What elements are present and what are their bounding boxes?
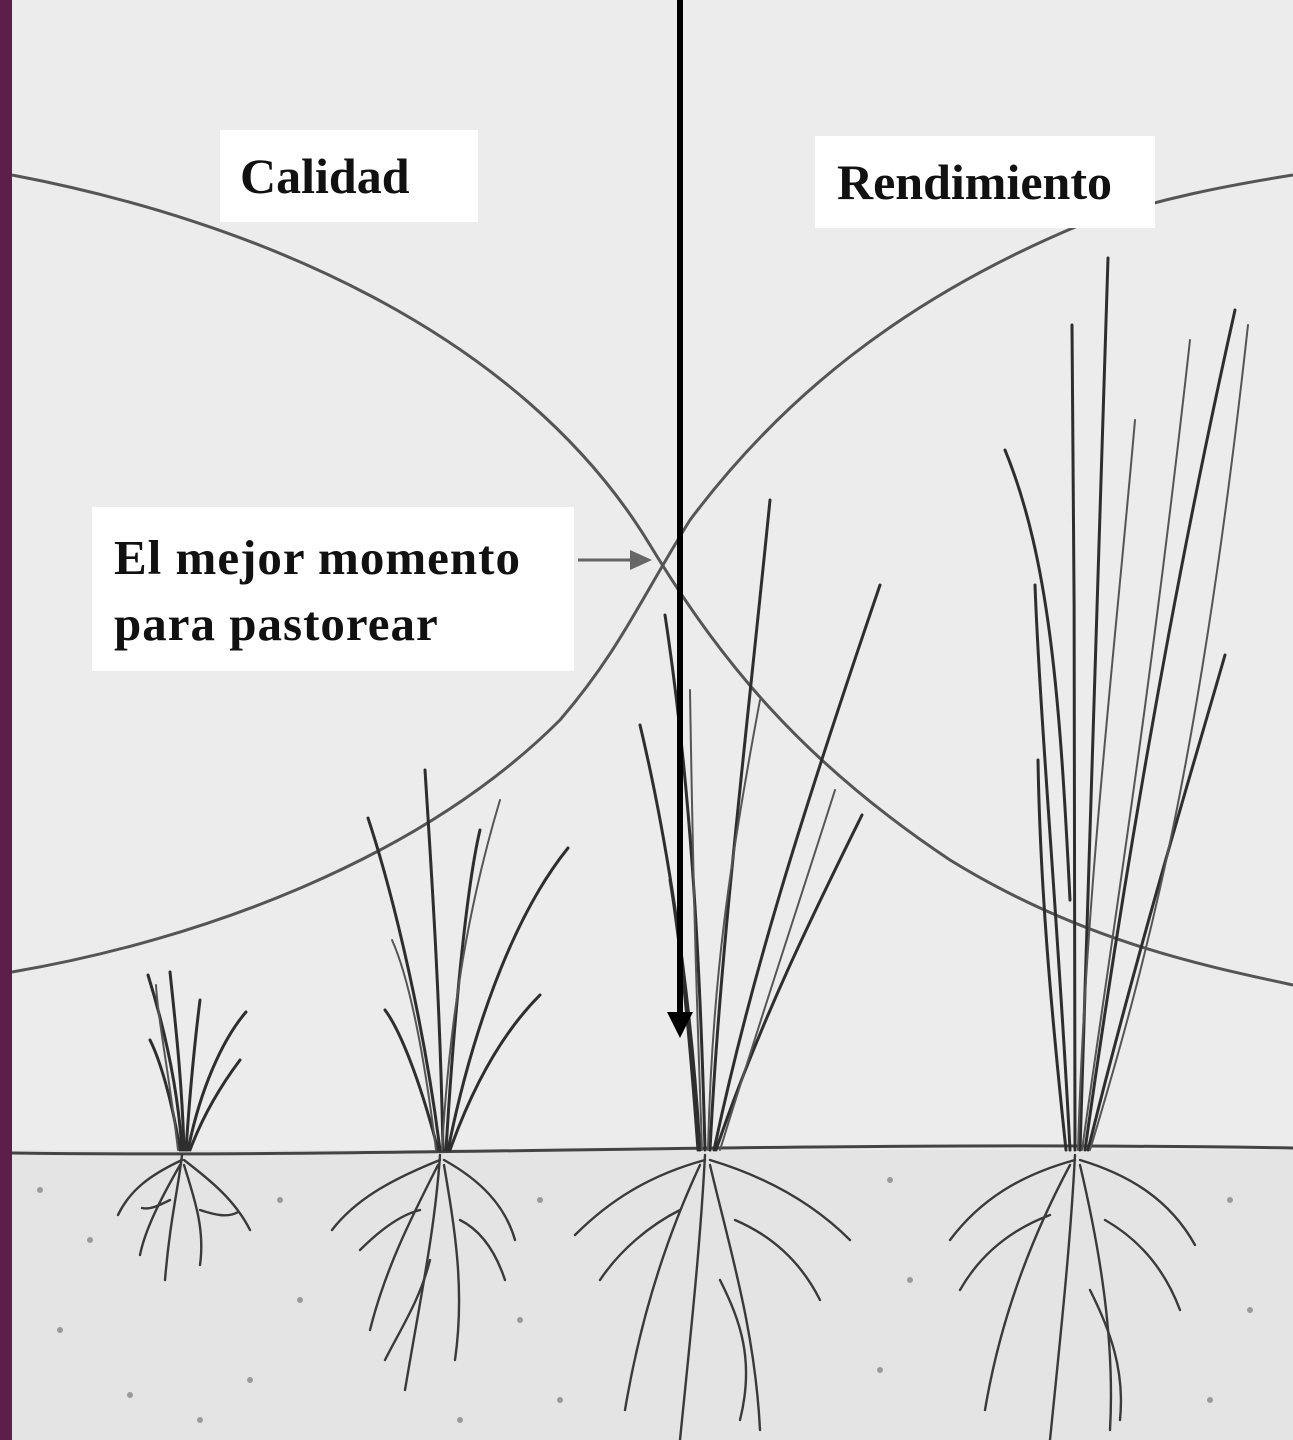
- best-grazing-time-label: El mejor momento para pastorear: [92, 507, 574, 671]
- left-border: [0, 0, 12, 1440]
- soil-area: [0, 1150, 1293, 1440]
- yield-label: Rendimiento: [815, 136, 1155, 228]
- best-grazing-time-line-1: El mejor momento: [114, 525, 574, 591]
- best-grazing-time-line-2: para pastorear: [114, 591, 574, 657]
- quality-label: Calidad: [220, 130, 478, 222]
